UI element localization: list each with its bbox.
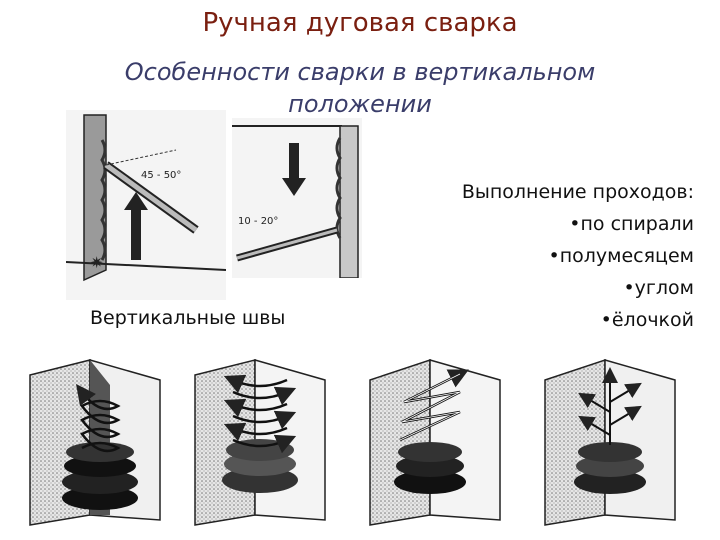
pass-methods: Выполнение проходов: •по спирали •полуме… bbox=[364, 176, 694, 336]
vertical-plate bbox=[339, 125, 359, 278]
seam-herringbone-figure bbox=[544, 358, 676, 526]
subtitle-line-1: Особенности сварки в вертикальном bbox=[124, 58, 596, 86]
arc-spark-icon: ✷ bbox=[90, 253, 103, 272]
subtitle-line-2: положении bbox=[288, 90, 432, 118]
seam-angle-figure bbox=[369, 358, 501, 526]
method-spiral: •по спирали bbox=[569, 213, 694, 235]
method-herringbone: •ёлочкой bbox=[600, 309, 694, 331]
electrode-angle-diagram-1: 45 - 50° ✷ bbox=[66, 110, 226, 300]
welding-direction-arrow-down bbox=[282, 143, 306, 196]
method-angle: •углом bbox=[623, 277, 694, 299]
angle-label-2: 10 - 20° bbox=[238, 216, 278, 227]
seam-crescent-figure bbox=[194, 359, 326, 526]
electrode-angle-diagram-2: 10 - 20° bbox=[232, 118, 362, 278]
base-plate bbox=[66, 261, 226, 271]
slide-title: Ручная дуговая сварка bbox=[202, 8, 518, 38]
slide-subtitle: Особенности сварки в вертикальном положе… bbox=[60, 56, 660, 120]
angle-label-1: 45 - 50° bbox=[141, 170, 181, 181]
seam-illustrations bbox=[29, 358, 676, 526]
welding-direction-arrow-up bbox=[124, 192, 148, 260]
methods-heading: Выполнение проходов: bbox=[461, 181, 694, 203]
weld-bead bbox=[335, 137, 342, 239]
method-crescent: •полумесяцем bbox=[548, 245, 695, 267]
weld-bead bbox=[100, 139, 107, 261]
seam-spiral-figure bbox=[29, 359, 161, 526]
vertical-plate bbox=[83, 114, 107, 282]
vertical-seams-label: Вертикальные швы bbox=[90, 307, 286, 329]
